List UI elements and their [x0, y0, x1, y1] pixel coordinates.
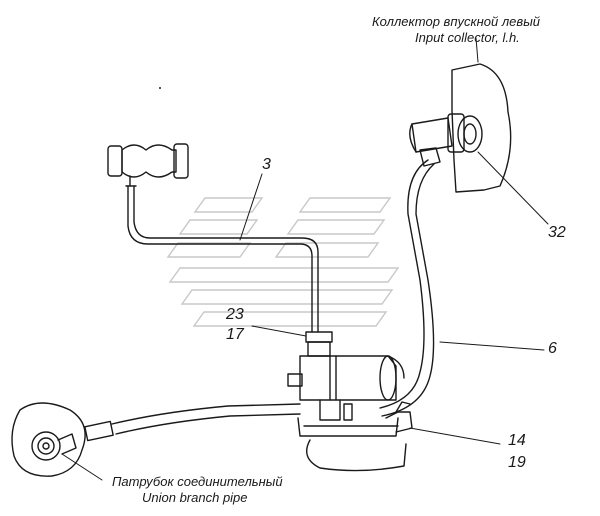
callout-6: 6 [548, 340, 557, 357]
callout-19: 19 [508, 454, 526, 471]
callout-23: 23 [226, 306, 244, 323]
collector-caption-ru: Коллектор впускной левый [372, 14, 540, 29]
intake-manifold [451, 63, 512, 193]
pipe-6 [379, 159, 435, 417]
callout-14: 14 [508, 432, 526, 449]
union-branch-pipe [11, 402, 86, 477]
watermark-logo [166, 197, 400, 327]
callout-3: 3 [262, 156, 271, 173]
collector-caption-en: Input collector, l.h. [415, 30, 520, 45]
union-pipe [84, 403, 301, 442]
gauge-sensor [107, 143, 189, 187]
union-caption-ru: Патрубок соединительный [112, 474, 283, 489]
leader-lines [61, 37, 549, 481]
pipe-3 [127, 185, 319, 333]
fitting-32 [409, 113, 483, 167]
callout-32: 32 [548, 224, 566, 241]
mounting-bracket [297, 401, 413, 472]
stray-dot [159, 87, 161, 89]
solenoid-valve [287, 331, 405, 421]
union-caption-en: Union branch pipe [142, 490, 248, 505]
callout-17: 17 [226, 326, 244, 343]
